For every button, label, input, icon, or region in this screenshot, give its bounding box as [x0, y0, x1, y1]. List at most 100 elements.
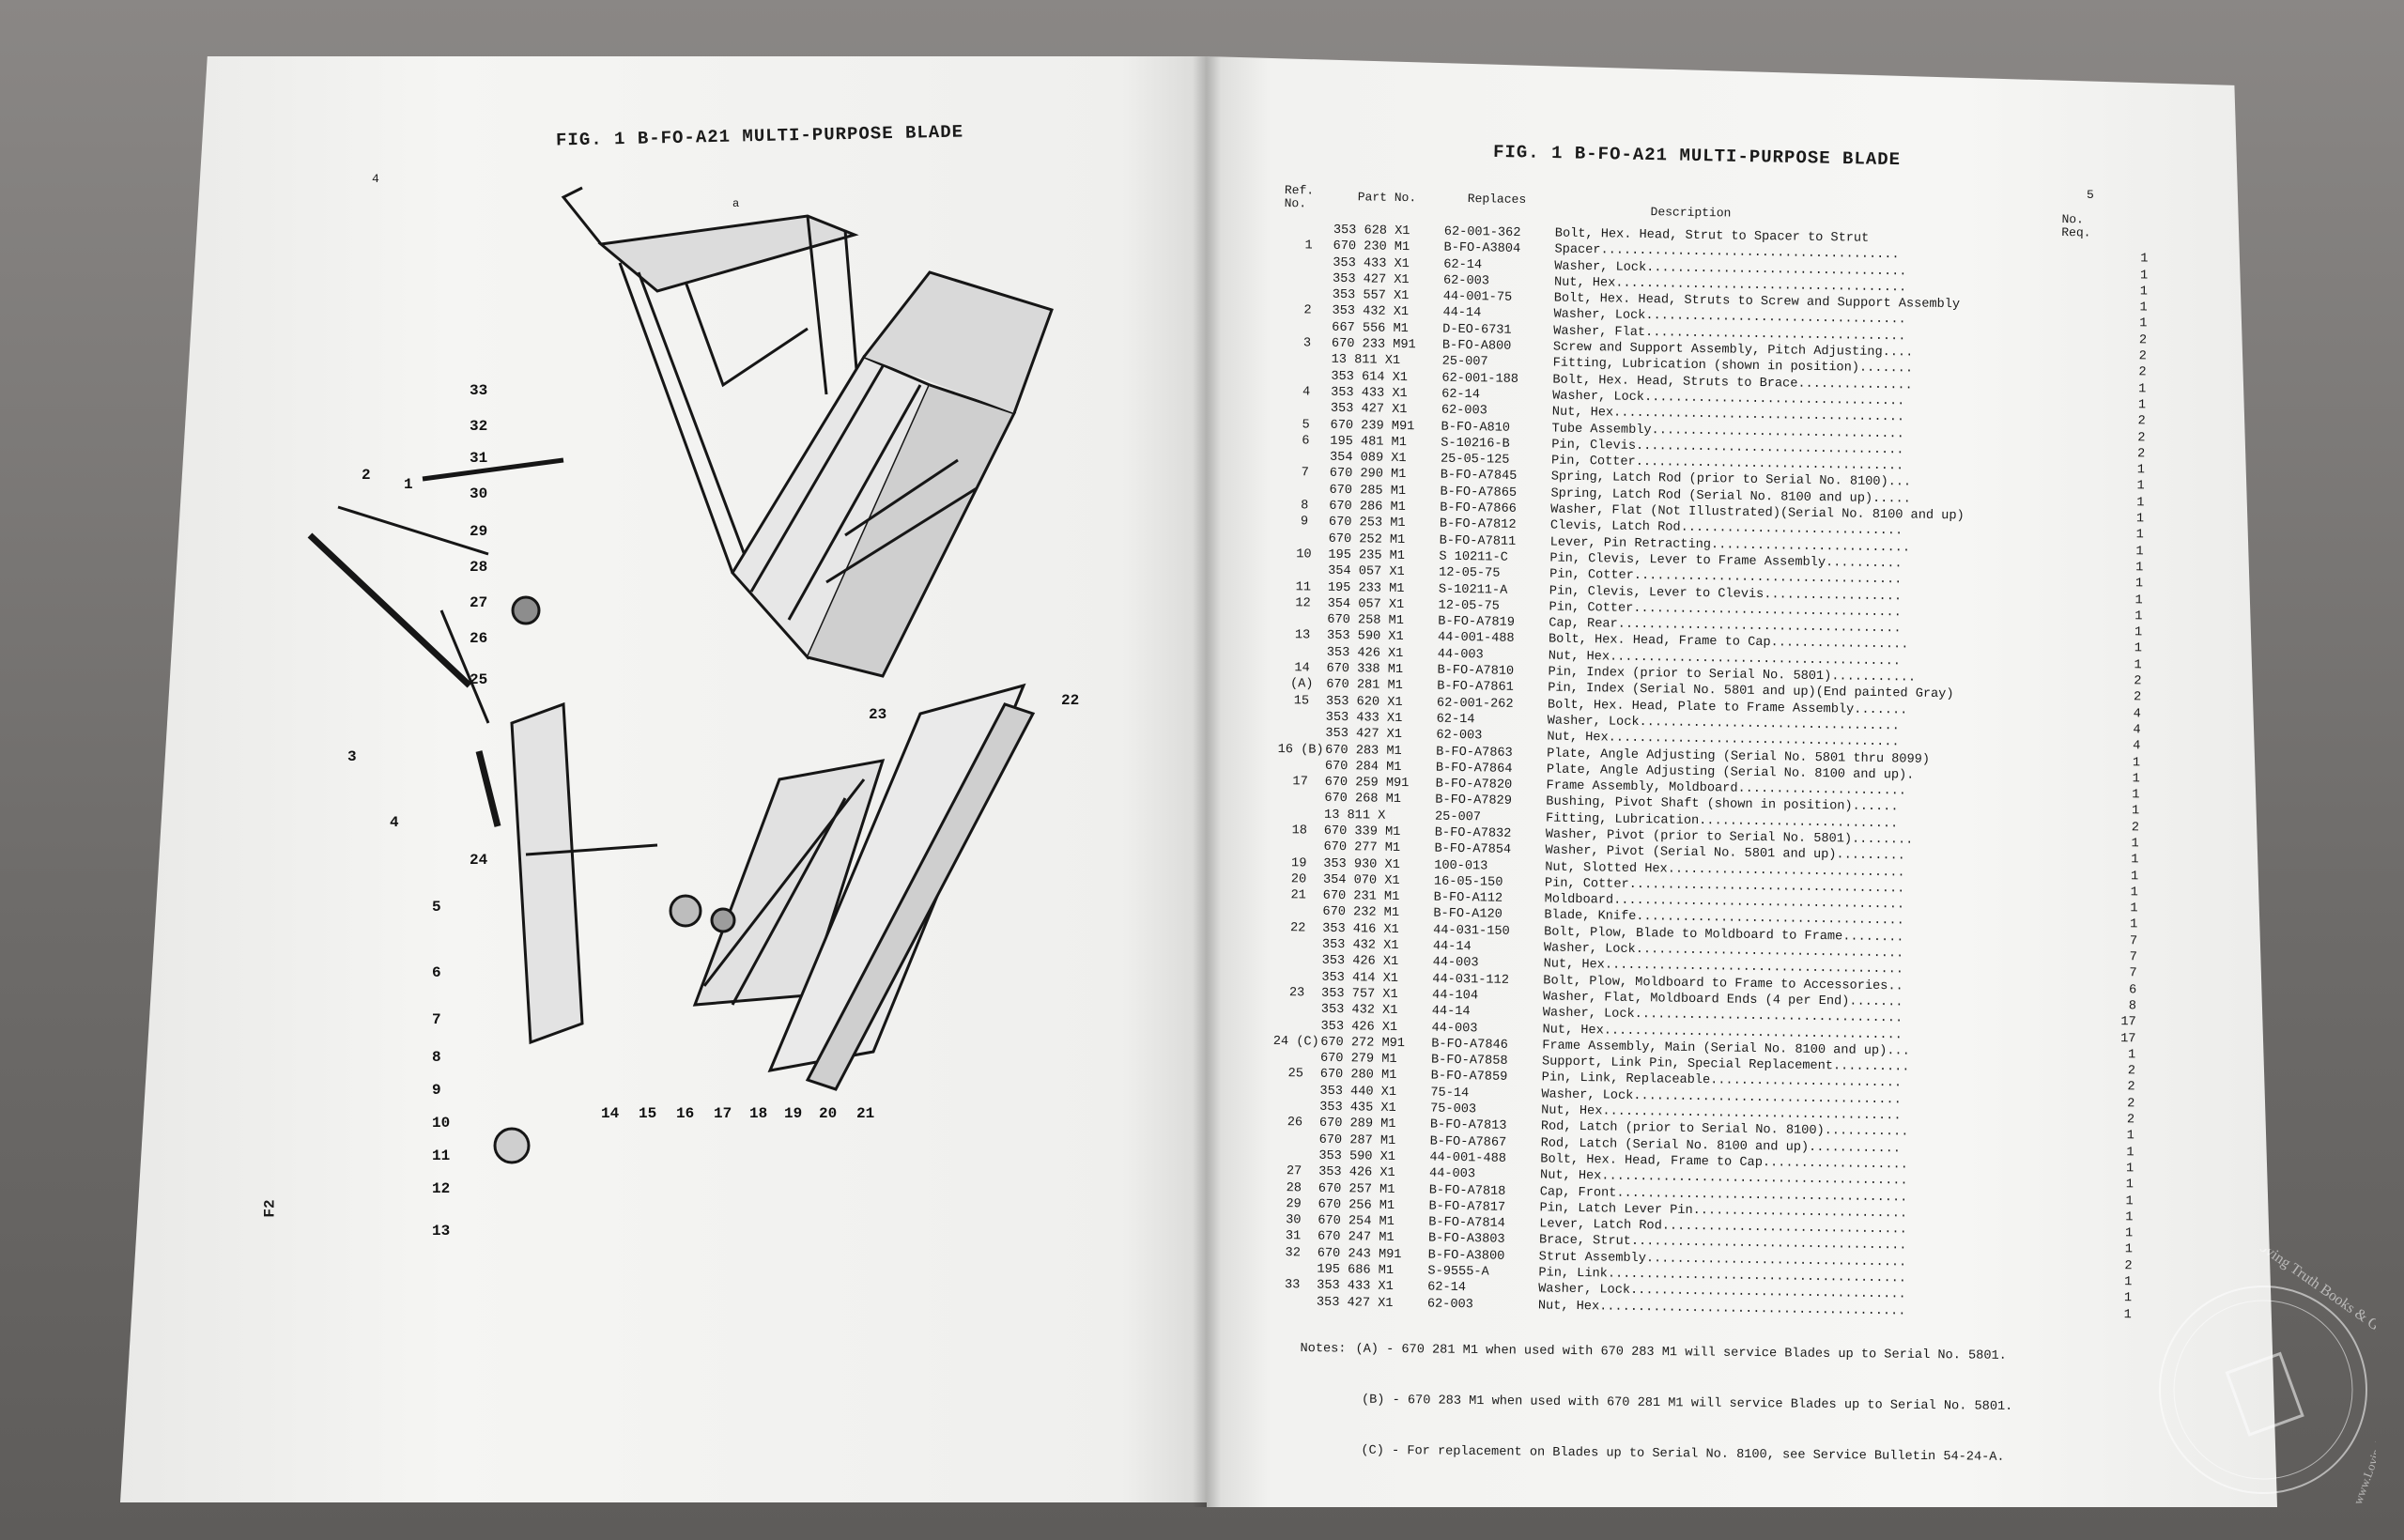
ref-cell: 25 — [1287, 1067, 1304, 1082]
part-number-cell: 353 426 X1 — [1318, 1164, 1395, 1181]
ref-cell: 3 — [1302, 336, 1312, 351]
quantity-cell: 1 — [2124, 1275, 2133, 1290]
replaces-cell: 62-14 — [1427, 1280, 1467, 1296]
part-number-cell: 670 338 M1 — [1326, 661, 1404, 678]
replaces-cell: B-FO-A7845 — [1440, 469, 1518, 485]
ref-cell — [1278, 611, 1327, 628]
replaces-cell: 62-14 — [1443, 257, 1483, 272]
ref-cell: 11 — [1295, 579, 1312, 595]
replaces-cell: B-FO-A7867 — [1429, 1134, 1507, 1150]
part-number-cell: 195 233 M1 — [1327, 580, 1405, 596]
part-number-cell: 670 272 M91 — [1320, 1035, 1406, 1051]
ref-cell: 1 — [1304, 239, 1313, 254]
ref-cell: 8 — [1301, 499, 1309, 514]
replaces-cell: B-FO-A112 — [1433, 890, 1503, 906]
ref-cell: 2 — [1303, 303, 1312, 318]
replaces-cell: 44-003 — [1432, 955, 1479, 971]
replaces-cell: D-EO-6731 — [1442, 322, 1512, 338]
ref-cell: 17 — [1292, 775, 1308, 790]
part-number-cell: 670 290 M1 — [1329, 467, 1407, 483]
ref-cell: 4 — [1302, 385, 1311, 400]
replaces-cell: 12-05-75 — [1438, 598, 1500, 614]
part-number-cell: 353 427 X1 — [1325, 726, 1403, 743]
ref-cell: 15 — [1293, 693, 1310, 709]
callout-24: 24 — [470, 852, 488, 869]
quantity-cell: 1 — [2125, 1162, 2134, 1177]
ref-cell — [1272, 969, 1321, 986]
ref-cell — [1273, 903, 1322, 920]
part-number-cell: 670 280 M1 — [1319, 1068, 1397, 1084]
part-number-cell: 353 433 X1 — [1325, 710, 1403, 726]
quantity-cell: 1 — [2126, 1145, 2134, 1160]
quantity-cell: 1 — [2135, 512, 2145, 527]
part-number-cell: 353 432 X1 — [1332, 304, 1410, 320]
quantity-cell: 2 — [2133, 690, 2142, 705]
replaces-cell: S-10211-A — [1438, 582, 1508, 598]
ref-cell: 22 — [1289, 920, 1306, 936]
replaces-cell: B-FO-A7858 — [1430, 1053, 1508, 1069]
ref-cell — [1275, 807, 1324, 824]
replaces-cell: B-FO-A7854 — [1434, 841, 1512, 858]
part-number-cell: 353 426 X1 — [1320, 1019, 1398, 1035]
callout-9: 9 — [432, 1082, 441, 1099]
callout-7: 7 — [432, 1011, 441, 1028]
quantity-cell: 1 — [2132, 772, 2140, 787]
ref-cell: (A) — [1289, 677, 1314, 692]
callout-6: 6 — [432, 964, 441, 981]
callout-14: 14 — [601, 1105, 620, 1122]
replaces-cell: B-FO-A7810 — [1437, 663, 1515, 679]
part-number-cell: 195 481 M1 — [1330, 434, 1408, 450]
ref-cell — [1271, 1099, 1319, 1116]
part-number-cell: 670 232 M1 — [1322, 905, 1400, 921]
quantity-cell: 1 — [2126, 1129, 2134, 1144]
replaces-cell: 44-14 — [1431, 1004, 1471, 1020]
ref-cell — [1282, 400, 1331, 417]
quantity-cell: 1 — [2131, 804, 2140, 819]
replaces-cell: B-FO-A7817 — [1428, 1199, 1506, 1215]
right-page-number: 5 — [2087, 188, 2094, 202]
part-number-cell: 353 433 X1 — [1317, 1278, 1394, 1295]
part-number-cell: 353 614 X1 — [1331, 369, 1409, 385]
replaces-cell: 44-104 — [1431, 988, 1479, 1004]
quantity-cell: 2 — [2127, 1064, 2136, 1079]
quantity-cell: 17 — [2120, 1015, 2136, 1030]
ref-cell: 21 — [1290, 888, 1306, 903]
replaces-cell: 100-013 — [1434, 858, 1488, 874]
part-number-cell: 353 433 X1 — [1333, 255, 1410, 271]
replaces-cell: B-FO-A7819 — [1438, 614, 1516, 631]
callout-25: 25 — [470, 671, 487, 688]
ref-cell — [1280, 531, 1329, 547]
part-number-cell: 353 757 X1 — [1320, 986, 1398, 1002]
replaces-cell: 62-001-362 — [1443, 224, 1521, 240]
part-number-cell: 670 233 M91 — [1331, 336, 1416, 353]
ref-cell — [1281, 449, 1330, 466]
callout-11: 11 — [432, 1147, 450, 1164]
part-number-cell: 670 287 M1 — [1318, 1132, 1396, 1148]
quantity-cell: 2 — [2124, 1258, 2133, 1274]
ref-cell — [1271, 1132, 1319, 1148]
replaces-cell: 44-001-488 — [1429, 1150, 1507, 1166]
replaces-cell: B-FO-A7818 — [1428, 1183, 1506, 1199]
part-number-cell: 353 620 X1 — [1325, 694, 1403, 710]
part-number-cell: 353 433 X1 — [1331, 385, 1408, 402]
replaces-cell: B-FO-A7863 — [1436, 745, 1513, 761]
ref-cell: 10 — [1296, 547, 1312, 562]
quantity-cell: 1 — [2125, 1210, 2134, 1225]
quantity-cell: 8 — [2128, 999, 2137, 1014]
quantity-cell: 2 — [2138, 349, 2147, 364]
callout-23: 23 — [869, 706, 886, 723]
callout-13: 13 — [432, 1223, 450, 1240]
part-number-cell: 670 247 M1 — [1317, 1230, 1395, 1246]
quantity-cell: 4 — [2133, 706, 2141, 721]
quantity-cell: 2 — [2137, 414, 2146, 429]
quantity-cell: 1 — [2132, 755, 2141, 770]
replaces-cell: 44-001-488 — [1437, 631, 1515, 647]
ref-cell: 20 — [1290, 872, 1307, 887]
replaces-cell: S-10216-B — [1441, 436, 1510, 452]
left-page-number: 4 — [372, 172, 379, 186]
part-number-cell: 13 811 X — [1323, 808, 1386, 824]
ref-cell — [1278, 644, 1327, 661]
col-replaces-header: Replaces — [1467, 192, 1527, 208]
diagram-marker: a — [732, 197, 739, 210]
